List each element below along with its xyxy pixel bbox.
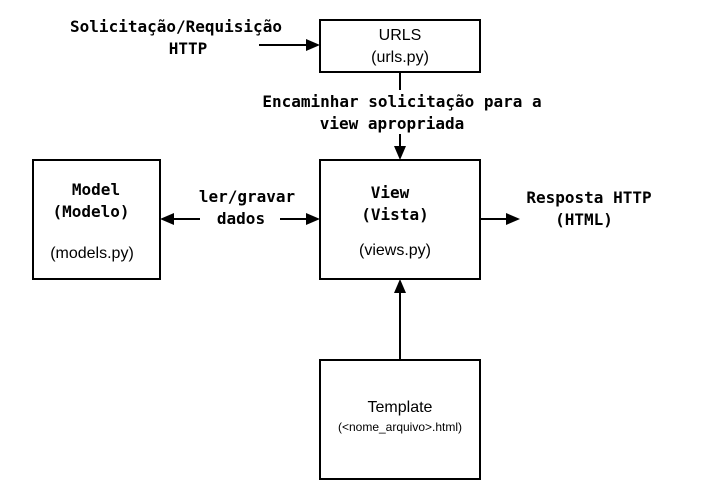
- template-title: Template: [368, 399, 433, 416]
- arrow-request-to-urls: [259, 39, 320, 51]
- urls-box: URLS (urls.py): [319, 19, 481, 73]
- arrow-urls-to-view: [394, 72, 406, 160]
- model-box: Model (Modelo) (models.py): [32, 159, 161, 280]
- template-box: Template (<nome_arquivo>.html): [319, 359, 481, 480]
- model-file: (models.py): [50, 245, 134, 262]
- view-subtitle: (Vista): [361, 205, 428, 224]
- arrow-template-to-view: [394, 279, 406, 360]
- response-label-line2: (HTML): [555, 210, 613, 229]
- request-label-line1: Solicitação/Requisição: [70, 17, 282, 36]
- urls-file: (urls.py): [371, 49, 429, 66]
- view-title: View: [371, 183, 410, 202]
- readwrite-label-line2: dados: [217, 209, 265, 228]
- urls-title: URLS: [379, 27, 422, 44]
- readwrite-label-line1: ler/gravar: [199, 187, 295, 206]
- arrow-view-to-response: [480, 213, 520, 225]
- forward-label-line2: view apropriada: [320, 114, 465, 133]
- request-label-line2: HTTP: [169, 39, 208, 58]
- arrow-model-view-bidirectional: [160, 213, 320, 225]
- view-box: View (Vista) (views.py): [319, 159, 481, 280]
- template-file: (<nome_arquivo>.html): [338, 420, 462, 434]
- response-label-line1: Resposta HTTP: [526, 188, 651, 207]
- model-subtitle: (Modelo): [52, 202, 129, 221]
- model-title: Model: [72, 180, 120, 199]
- forward-label-line1: Encaminhar solicitação para a: [262, 92, 541, 111]
- view-file: (views.py): [359, 242, 431, 259]
